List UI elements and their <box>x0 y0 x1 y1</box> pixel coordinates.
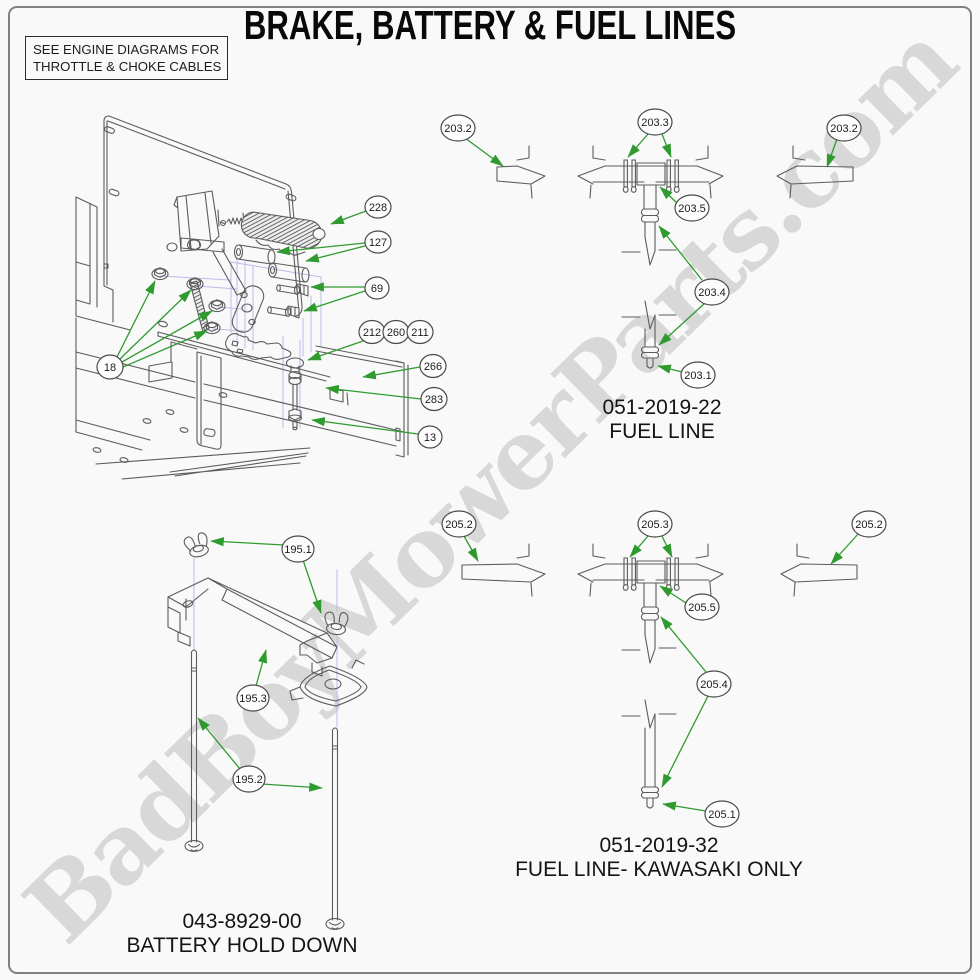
shoulder-bolt-column <box>285 357 305 431</box>
svg-text:127: 127 <box>369 237 387 249</box>
engine-note-box: SEE ENGINE DIAGRAMS FOR THROTTLE & CHOKE… <box>25 36 228 80</box>
callout-283[interactable]: 283 <box>420 386 448 412</box>
callout-195-1[interactable]: 195.1 <box>281 535 315 563</box>
callout-205-2-left[interactable]: 205.2 <box>441 510 477 538</box>
fuel-line-1-part-number: 051-2019-22 <box>602 396 722 419</box>
callout-205-3[interactable]: 205.3 <box>637 510 673 538</box>
brake-handle-grip <box>240 211 326 256</box>
hose-segment-right <box>776 145 854 199</box>
note-line-2: THROTTLE & CHOKE CABLES <box>33 59 222 74</box>
callout-195-2[interactable]: 195.2 <box>232 765 266 793</box>
svg-text:266: 266 <box>424 361 442 373</box>
callout-203-2-left[interactable]: 203.2 <box>440 114 476 142</box>
battery-hold-down-label: 043-8929-00 BATTERY HOLD DOWN <box>126 910 357 958</box>
brake-lever-bracket <box>166 190 225 253</box>
callout-18[interactable]: 18 <box>96 354 124 380</box>
callout-13[interactable]: 13 <box>417 425 443 449</box>
svg-text:205.2: 205.2 <box>855 519 883 531</box>
left-side-wall <box>75 196 131 433</box>
callouts: 228 127 69 212 260 211 266 283 13 18 203… <box>96 108 887 828</box>
svg-text:69: 69 <box>371 283 383 295</box>
svg-text:203.5: 203.5 <box>678 203 706 215</box>
wing-nuts <box>182 531 350 637</box>
callout-203-3[interactable]: 203.3 <box>637 108 673 136</box>
hose-segment-left <box>496 145 546 199</box>
callout-212[interactable]: 212 <box>358 319 386 345</box>
svg-text:203.2: 203.2 <box>830 123 858 135</box>
tee-fitting-assembly <box>577 145 724 369</box>
callout-205-4[interactable]: 205.4 <box>696 670 732 698</box>
callout-260[interactable]: 260 <box>382 319 410 345</box>
note-line-1: SEE ENGINE DIAGRAMS FOR <box>33 42 220 57</box>
callout-211[interactable]: 211 <box>406 319 434 345</box>
frame-structure <box>75 331 409 480</box>
svg-text:195.3: 195.3 <box>239 693 267 705</box>
callout-195-3[interactable]: 195.3 <box>236 684 270 712</box>
hex-bolts <box>267 283 309 319</box>
callout-228[interactable]: 228 <box>364 195 392 219</box>
fuel-line-2-drawing <box>461 543 858 809</box>
callout-203-2-right[interactable]: 203.2 <box>826 114 862 142</box>
callout-69[interactable]: 69 <box>364 276 390 300</box>
construction-lines <box>193 557 338 728</box>
callout-203-1[interactable]: 203.1 <box>680 361 716 389</box>
callout-266[interactable]: 266 <box>419 353 447 379</box>
tee-fitting-assembly <box>577 543 724 809</box>
svg-text:205.5: 205.5 <box>688 602 716 614</box>
brake-lever-arm <box>212 248 265 333</box>
page-title: BRAKE, BATTERY & FUEL LINES <box>243 2 737 48</box>
svg-text:205.2: 205.2 <box>445 519 473 531</box>
callout-203-5[interactable]: 203.5 <box>674 194 710 222</box>
svg-text:205.1: 205.1 <box>708 809 736 821</box>
svg-text:13: 13 <box>424 432 436 444</box>
svg-text:203.3: 203.3 <box>641 117 669 129</box>
svg-text:203.4: 203.4 <box>698 287 726 299</box>
svg-text:228: 228 <box>369 202 387 214</box>
callout-205-2-right[interactable]: 205.2 <box>851 510 887 538</box>
spacer-cylinders <box>233 244 310 283</box>
svg-text:203.2: 203.2 <box>444 123 472 135</box>
svg-text:205.3: 205.3 <box>641 519 669 531</box>
fuel-line-2-part-name: FUEL LINE- KAWASAKI ONLY <box>515 858 803 881</box>
callout-205-5[interactable]: 205.5 <box>684 593 720 621</box>
svg-text:283: 283 <box>425 394 443 406</box>
svg-text:260: 260 <box>387 327 405 339</box>
svg-text:205.4: 205.4 <box>700 679 728 691</box>
leader-arrows <box>116 133 860 812</box>
svg-text:211: 211 <box>411 327 429 339</box>
hose-segment-left <box>461 543 546 597</box>
fuel-line-1-part-name: FUEL LINE <box>609 420 715 443</box>
callout-205-1[interactable]: 205.1 <box>704 800 740 828</box>
battery-part-number: 043-8929-00 <box>182 910 302 933</box>
hold-down-rods <box>184 649 345 930</box>
battery-part-name: BATTERY HOLD DOWN <box>126 934 358 957</box>
fuel-line-2-label: 051-2019-32 FUEL LINE- KAWASAKI ONLY <box>515 834 803 882</box>
svg-text:203.1: 203.1 <box>684 370 712 382</box>
hose-segment-right <box>780 543 858 597</box>
callout-203-4[interactable]: 203.4 <box>694 278 730 306</box>
svg-text:195.1: 195.1 <box>284 544 312 556</box>
callout-127[interactable]: 127 <box>364 230 392 254</box>
fuel-line-1-drawing <box>496 145 854 369</box>
back-panel <box>103 115 303 328</box>
fuel-line-2-part-number: 051-2019-32 <box>599 834 719 857</box>
brake-assembly-drawing <box>75 115 409 480</box>
svg-text:18: 18 <box>104 362 116 374</box>
hold-down-bracket <box>167 577 368 707</box>
svg-text:195.2: 195.2 <box>235 774 263 786</box>
fuel-line-1-label: 051-2019-22 FUEL LINE <box>602 396 721 444</box>
battery-hold-down-drawing <box>167 531 368 930</box>
svg-text:212: 212 <box>363 327 381 339</box>
